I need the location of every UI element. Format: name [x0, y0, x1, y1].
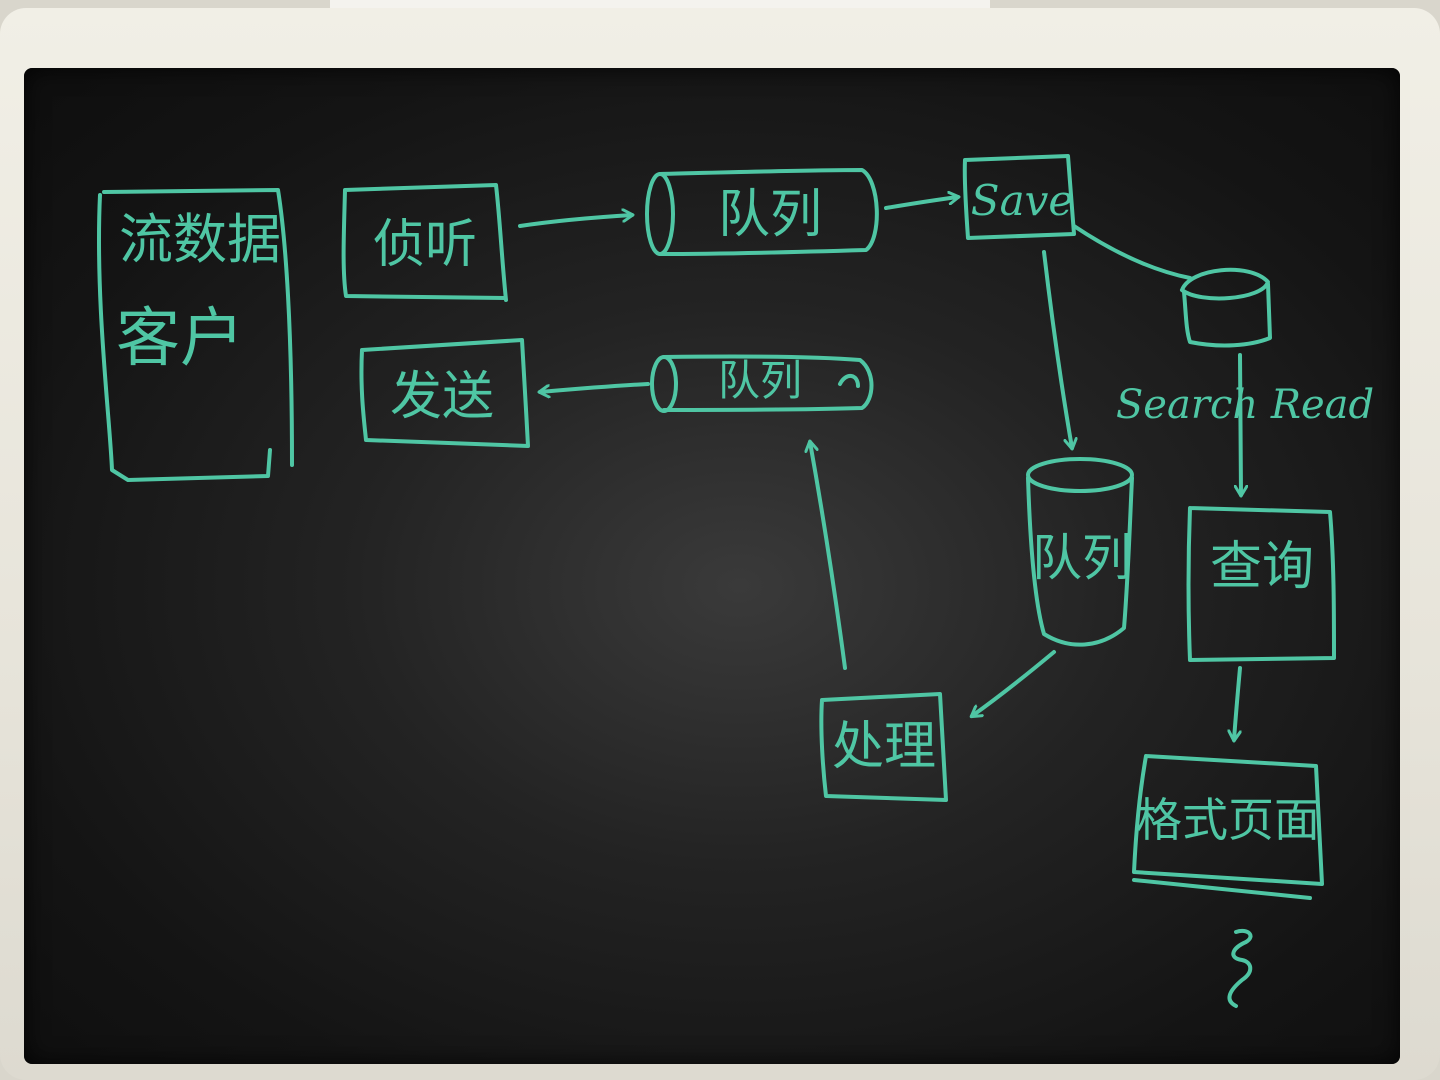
listen-node: 侦听	[341, 183, 508, 302]
blackboard-surface	[24, 68, 1400, 1064]
query-node: 查询	[1186, 506, 1336, 662]
arrow-listen-to-queue	[518, 215, 632, 228]
store-node: 队列	[1026, 457, 1134, 647]
queue-out-node: 队列	[650, 354, 874, 413]
process-label: 处理	[832, 717, 936, 777]
arrow-query-to-display	[1234, 666, 1242, 740]
client-label: 流数据	[119, 208, 281, 271]
queue-out-label: 队列	[718, 356, 802, 405]
arrow-queue-to-send	[540, 382, 650, 392]
arrow-db-to-query	[1240, 353, 1241, 495]
process-node: 处理	[819, 692, 948, 802]
queue-in-node: 队列	[645, 168, 879, 256]
search-read-label: Search Read	[1116, 382, 1374, 428]
client-node: 流数据 客户	[97, 188, 294, 482]
monitor-top-strip	[330, 0, 990, 10]
display-node: 格式页面	[1132, 754, 1324, 900]
cache-db-node	[1180, 267, 1272, 348]
store-label: 队列	[1032, 529, 1132, 587]
arrow-process-to-queue	[810, 442, 847, 670]
arrow-store-to-process	[972, 650, 1056, 716]
arrow-save-to-store	[1042, 250, 1072, 448]
connector-save-to-db	[1072, 224, 1192, 280]
listen-label: 侦听	[373, 215, 477, 275]
display-label: 格式页面	[1136, 793, 1320, 847]
client-sub-label: 客户	[116, 302, 244, 376]
send-node: 发送	[359, 338, 530, 448]
arrow-queue-to-save	[884, 197, 958, 210]
squiggle-mark	[1227, 929, 1253, 1008]
queue-in-label: 队列	[718, 185, 822, 245]
send-label: 发送	[390, 367, 494, 427]
save-node: Save	[962, 154, 1076, 240]
save-label: Save	[971, 176, 1073, 225]
query-label: 查询	[1210, 537, 1314, 597]
